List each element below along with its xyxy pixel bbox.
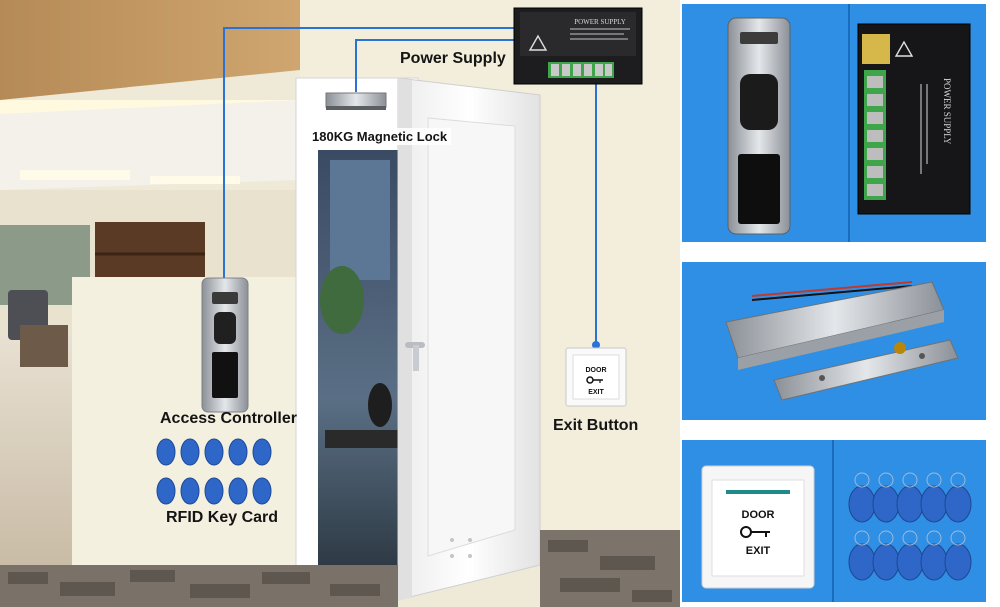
key-icon — [586, 376, 603, 384]
wiring — [223, 27, 597, 345]
ceiling-lamp — [150, 176, 240, 184]
warning-triangle-icon — [528, 34, 548, 51]
rfid-fobs-product — [848, 485, 972, 581]
exit-plate-door-text: DOOR — [586, 367, 607, 374]
access-controller-device — [201, 277, 249, 413]
magnetic-lock-device — [325, 92, 387, 110]
product-panel-magnetic-lock — [682, 262, 986, 420]
exit-product-exit-text: EXIT — [746, 545, 771, 557]
exit-product-door-text: DOOR — [742, 509, 775, 521]
product-panel-controller-power: POWER SUPPLY — [682, 4, 986, 242]
power-supply-unit: POWER SUPPLY — [513, 7, 643, 85]
exit-button-label: Exit Button — [553, 417, 639, 434]
door-lock-plate — [413, 345, 419, 371]
power-supply-product-plate-text: POWER SUPPLY — [942, 78, 952, 145]
rfid-key-card-label: RFID Key Card — [166, 509, 279, 526]
warning-triangle-icon — [894, 40, 914, 57]
access-controller-label: Access Controller — [160, 410, 297, 427]
exit-button-product[interactable]: DOOR EXIT — [701, 465, 815, 589]
ceiling-lamp — [20, 170, 130, 180]
interior-table — [325, 430, 405, 448]
power-supply-label: Power Supply — [400, 50, 506, 67]
plant — [320, 266, 364, 334]
exit-plate-exit-text: EXIT — [588, 389, 604, 396]
vase — [368, 383, 392, 427]
product-panel-exit-fobs: DOOR EXIT — [682, 440, 986, 602]
installation-scene: POWER SUPPLY DOOR — [0, 0, 680, 607]
door-edge — [398, 78, 412, 600]
key-icon — [740, 526, 770, 538]
magnetic-lock-product — [725, 281, 959, 401]
partition-wall — [72, 277, 297, 567]
interior-window — [330, 160, 390, 280]
exit-button-device[interactable]: DOOR EXIT — [565, 347, 627, 407]
magnetic-lock-label: 180KG Magnetic Lock — [308, 128, 452, 145]
power-supply-product: POWER SUPPLY — [857, 23, 971, 215]
chair — [20, 325, 68, 367]
rfid-fobs — [156, 438, 272, 505]
power-supply-plate-text: POWER SUPPLY — [574, 18, 626, 26]
access-controller-product — [727, 17, 791, 235]
door-inner-panel — [427, 117, 516, 557]
